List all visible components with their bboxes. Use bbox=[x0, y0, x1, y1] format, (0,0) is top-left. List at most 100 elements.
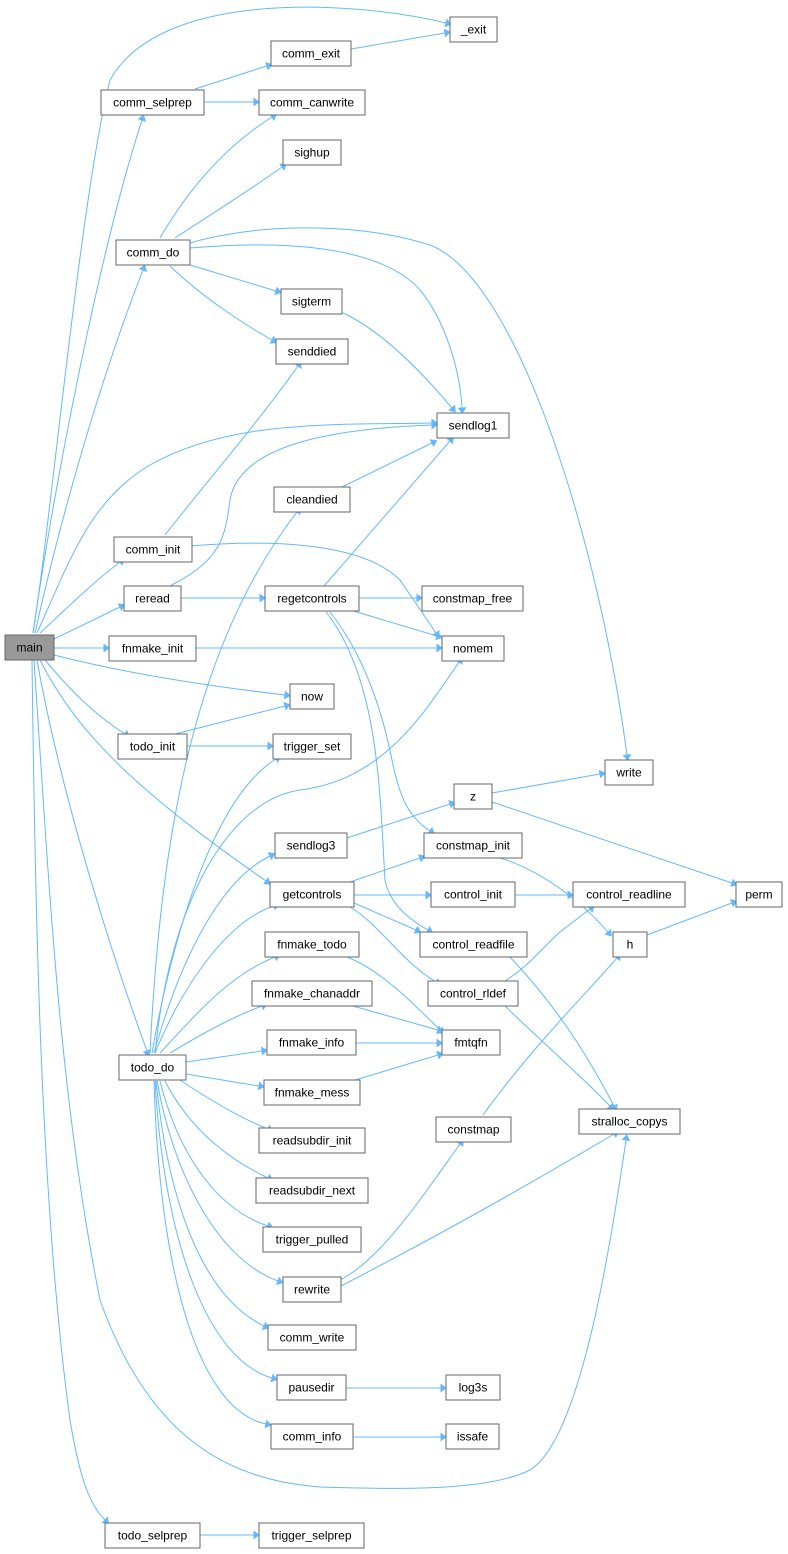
arrowhead bbox=[260, 1046, 268, 1056]
node-comm_init[interactable]: comm_init bbox=[113, 536, 193, 563]
edge-main-to-comm_selprep bbox=[32, 114, 147, 634]
arrowhead bbox=[283, 690, 291, 700]
edge-todo_init-to-trigger_set bbox=[187, 741, 274, 751]
node-box bbox=[123, 585, 182, 612]
node-perm[interactable]: perm bbox=[735, 881, 783, 908]
node-log3s[interactable]: log3s bbox=[445, 1374, 501, 1401]
node-box bbox=[270, 1423, 354, 1450]
node-label: control_readfile bbox=[432, 938, 514, 952]
node-todo_selprep[interactable]: todo_selprep bbox=[104, 1522, 201, 1549]
edge-line bbox=[491, 801, 733, 884]
edge-line bbox=[36, 659, 148, 1052]
arrowhead bbox=[621, 1134, 631, 1142]
node-comm_info[interactable]: comm_info bbox=[270, 1423, 354, 1450]
node-pausedir[interactable]: pausedir bbox=[276, 1374, 347, 1401]
edge-main-to-now bbox=[53, 654, 291, 700]
node-box bbox=[264, 585, 360, 612]
node-sighup[interactable]: sighup bbox=[282, 139, 342, 166]
node-sendlog3[interactable]: sendlog3 bbox=[274, 832, 348, 859]
edge-comm_do-to-comm_canwrite bbox=[159, 113, 277, 239]
node-nomem[interactable]: nomem bbox=[441, 635, 505, 662]
node-comm_write[interactable]: comm_write bbox=[267, 1324, 357, 1351]
node-regetcontrols[interactable]: regetcontrols bbox=[264, 585, 360, 612]
arrowhead bbox=[103, 643, 110, 653]
node-readsubdir_init[interactable]: readsubdir_init bbox=[258, 1127, 366, 1154]
edge-line bbox=[156, 1080, 279, 1282]
node-constmap_init[interactable]: constmap_init bbox=[423, 832, 523, 859]
node-senddied[interactable]: senddied bbox=[275, 338, 349, 365]
node-h[interactable]: h bbox=[612, 931, 648, 958]
node-label: comm_init bbox=[126, 543, 181, 557]
node-comm_selprep[interactable]: comm_selprep bbox=[100, 89, 205, 116]
node-z[interactable]: z bbox=[453, 783, 493, 810]
node-main[interactable]: main bbox=[4, 634, 55, 661]
node-comm_exit[interactable]: comm_exit bbox=[270, 40, 352, 67]
node-box bbox=[282, 139, 342, 166]
edge-comm_do-to-sighup bbox=[174, 163, 287, 239]
node-stralloc_copys[interactable]: stralloc_copys bbox=[578, 1108, 681, 1135]
node-fnmake_chanaddr[interactable]: fnmake_chanaddr bbox=[251, 980, 373, 1007]
arrowhead bbox=[457, 407, 467, 414]
node-fmtqfn[interactable]: fmtqfn bbox=[441, 1029, 501, 1056]
node-control_readline[interactable]: control_readline bbox=[572, 881, 686, 908]
node-control_rldef[interactable]: control_rldef bbox=[427, 980, 519, 1007]
edge-todo_do-to-getcontrols bbox=[154, 901, 280, 1054]
node-sendlog1[interactable]: sendlog1 bbox=[436, 412, 510, 439]
edge-line bbox=[51, 606, 121, 641]
node-box bbox=[427, 980, 519, 1007]
node-box bbox=[258, 1522, 365, 1549]
node-issafe[interactable]: issafe bbox=[445, 1423, 500, 1450]
arrowhead bbox=[142, 1049, 152, 1057]
edge-todo_do-to-pausedir bbox=[154, 1080, 278, 1383]
node-fnmake_todo[interactable]: fnmake_todo bbox=[264, 931, 360, 958]
node-trigger_selprep[interactable]: trigger_selprep bbox=[258, 1522, 365, 1549]
edge-z-to-write bbox=[491, 769, 606, 794]
node-cleandied[interactable]: cleandied bbox=[273, 486, 351, 513]
node-constmap[interactable]: constmap bbox=[435, 1116, 512, 1143]
node-box bbox=[735, 881, 783, 908]
arrowhead bbox=[598, 769, 606, 779]
node-trigger_pulled[interactable]: trigger_pulled bbox=[262, 1226, 362, 1253]
node-control_init[interactable]: control_init bbox=[430, 881, 516, 908]
edge-constmap_init-to-h bbox=[499, 857, 612, 937]
node-label: constmap_init bbox=[436, 839, 511, 853]
node-now[interactable]: now bbox=[289, 683, 335, 710]
node-todo_init[interactable]: todo_init bbox=[117, 733, 188, 760]
node-label: cleandied bbox=[286, 493, 337, 507]
node-constmap_free[interactable]: constmap_free bbox=[421, 585, 524, 612]
node-control_readfile[interactable]: control_readfile bbox=[419, 931, 528, 958]
edge-line bbox=[169, 1005, 263, 1054]
node-box bbox=[272, 733, 352, 760]
node-box bbox=[275, 338, 349, 365]
node-getcontrols[interactable]: getcontrols bbox=[269, 881, 355, 908]
node-fnmake_init[interactable]: fnmake_init bbox=[108, 635, 197, 662]
node-exit[interactable]: _exit bbox=[449, 16, 498, 43]
node-todo_do[interactable]: todo_do bbox=[118, 1054, 187, 1081]
node-box bbox=[104, 1522, 201, 1549]
node-comm_do[interactable]: comm_do bbox=[115, 239, 191, 266]
node-comm_canwrite[interactable]: comm_canwrite bbox=[258, 89, 366, 116]
node-readsubdir_next[interactable]: readsubdir_next bbox=[255, 1177, 369, 1204]
node-write[interactable]: write bbox=[604, 759, 654, 786]
node-label: constmap_free bbox=[433, 592, 513, 606]
node-box bbox=[262, 1226, 362, 1253]
edge-constmap-to-h bbox=[482, 953, 621, 1116]
node-reread[interactable]: reread bbox=[123, 585, 182, 612]
arrowhead bbox=[137, 114, 147, 122]
node-box bbox=[423, 832, 523, 859]
edge-line bbox=[349, 906, 437, 983]
node-fnmake_mess[interactable]: fnmake_mess bbox=[263, 1079, 361, 1106]
node-label: _exit bbox=[460, 23, 487, 37]
node-trigger_set[interactable]: trigger_set bbox=[272, 733, 352, 760]
node-box bbox=[280, 288, 343, 315]
edge-line bbox=[342, 312, 453, 409]
edge-line bbox=[164, 1080, 269, 1179]
node-sigterm[interactable]: sigterm bbox=[280, 288, 343, 315]
node-label: comm_exit bbox=[282, 47, 341, 61]
node-box bbox=[436, 412, 510, 439]
node-box bbox=[441, 1029, 501, 1056]
node-fnmake_info[interactable]: fnmake_info bbox=[266, 1029, 357, 1056]
node-rewrite[interactable]: rewrite bbox=[282, 1276, 342, 1303]
edge-line bbox=[346, 803, 451, 839]
